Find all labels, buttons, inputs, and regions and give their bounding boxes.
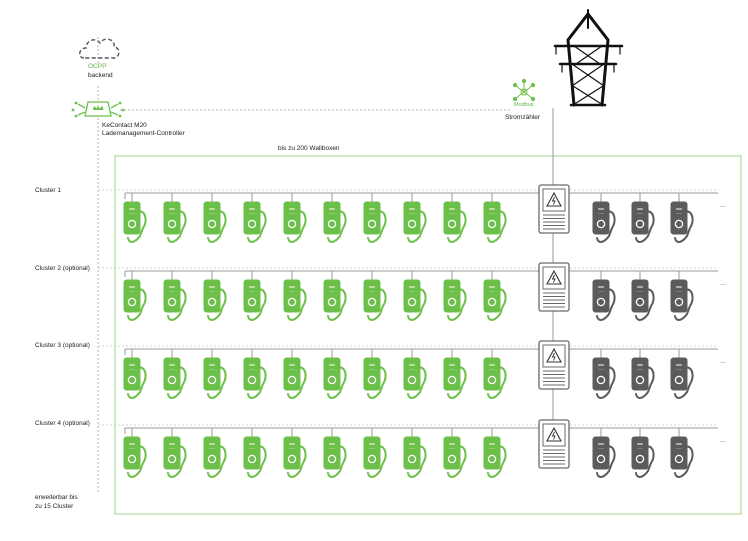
wallbox-icon: [203, 201, 227, 243]
wallbox-icon: [163, 436, 187, 478]
wallbox-icon: [443, 279, 467, 321]
wallbox-icon: [283, 357, 307, 399]
cloud-icon: [79, 38, 120, 59]
unmanaged-wallbox-icon: [592, 357, 616, 399]
unmanaged-wallbox-icon: [670, 436, 694, 478]
continuation-dots: ...: [720, 358, 726, 365]
controller-name: KeContact M20: [102, 122, 147, 129]
wallbox-icon: [243, 357, 267, 399]
unmanaged-wallbox-icon: [670, 279, 694, 321]
unmanaged-wallbox-icon: [631, 436, 655, 478]
continuation-dots: ...: [720, 280, 726, 287]
continuation-dots: ...: [720, 437, 726, 444]
cluster-row: ...: [98, 419, 726, 478]
wallbox-icon: [323, 357, 347, 399]
cloud-label: backend: [88, 72, 113, 79]
meter-label: Stromzähler: [505, 114, 541, 121]
wallbox-icon: [243, 279, 267, 321]
cluster-label-3: Cluster 3 (optional): [35, 342, 90, 349]
wallbox-icon: [123, 357, 147, 399]
wallbox-icon: [203, 436, 227, 478]
distribution-board-icon: [538, 340, 570, 390]
wallbox-icon: [363, 357, 387, 399]
cluster-label-1: Cluster 1: [35, 187, 62, 194]
wallbox-icon: [203, 357, 227, 399]
cluster-row: ...: [98, 340, 726, 399]
wallbox-icon: [323, 436, 347, 478]
wallbox-icon: [323, 201, 347, 243]
wallbox-icon: [483, 279, 507, 321]
unmanaged-wallbox-icon: [592, 436, 616, 478]
load-management-controller-icon: [71, 101, 125, 118]
wallbox-icon: [283, 201, 307, 243]
system-box-title: bis zu 200 Wallboxen: [278, 145, 340, 152]
cluster-label-2: Cluster 2 (optional): [35, 265, 90, 272]
wallbox-icon: [163, 357, 187, 399]
wallbox-icon: [403, 357, 427, 399]
connection-lines: [97, 37, 510, 492]
wallbox-icon: [483, 436, 507, 478]
wallbox-icon: [243, 436, 267, 478]
unmanaged-wallbox-icon: [592, 279, 616, 321]
system-boundary: [114, 155, 742, 515]
wallbox-icon: [363, 436, 387, 478]
wallbox-icon: [443, 357, 467, 399]
unmanaged-wallbox-icon: [631, 279, 655, 321]
wallbox-icon: [363, 201, 387, 243]
power-pylon-icon: [553, 9, 624, 107]
wallbox-icon: [123, 201, 147, 243]
cluster-row: ...: [98, 262, 726, 321]
meter-protocol-label: Modbus: [514, 102, 534, 108]
wallbox-icon: [403, 436, 427, 478]
clusters-layer: ............: [98, 184, 726, 478]
wallbox-icon: [123, 436, 147, 478]
modbus-hub-icon: [512, 78, 536, 102]
distribution-board-icon: [538, 262, 570, 312]
cloud-protocol-label: OCPP: [88, 63, 107, 70]
continuation-dots: ...: [720, 202, 726, 209]
wallbox-icon: [243, 201, 267, 243]
wallbox-icon: [163, 279, 187, 321]
unmanaged-wallbox-icon: [670, 201, 694, 243]
distribution-board-icon: [538, 419, 570, 469]
unmanaged-wallbox-icon: [631, 201, 655, 243]
wallbox-icon: [443, 201, 467, 243]
unmanaged-wallbox-icon: [631, 357, 655, 399]
wallbox-icon: [483, 201, 507, 243]
wallbox-icon: [323, 279, 347, 321]
wallbox-icon: [363, 279, 387, 321]
unmanaged-wallbox-icon: [592, 201, 616, 243]
distribution-board-icon: [538, 184, 570, 234]
footer-line-2: zu 15 Cluster: [35, 503, 74, 510]
wallbox-icon: [483, 357, 507, 399]
wallbox-icon: [403, 201, 427, 243]
wallbox-icon: [123, 279, 147, 321]
wallbox-icon: [203, 279, 227, 321]
wallbox-icon: [443, 436, 467, 478]
wallbox-icon: [163, 201, 187, 243]
wallbox-icon: [403, 279, 427, 321]
cluster-label-4: Cluster 4 (optional): [35, 420, 90, 427]
footer-line-1: erweiterbar bis: [35, 494, 78, 501]
controller-description: Lademanagement-Controller: [102, 130, 185, 137]
cluster-row: ...: [98, 184, 726, 243]
unmanaged-wallbox-icon: [670, 357, 694, 399]
wallbox-icon: [283, 279, 307, 321]
wallbox-icon: [283, 436, 307, 478]
